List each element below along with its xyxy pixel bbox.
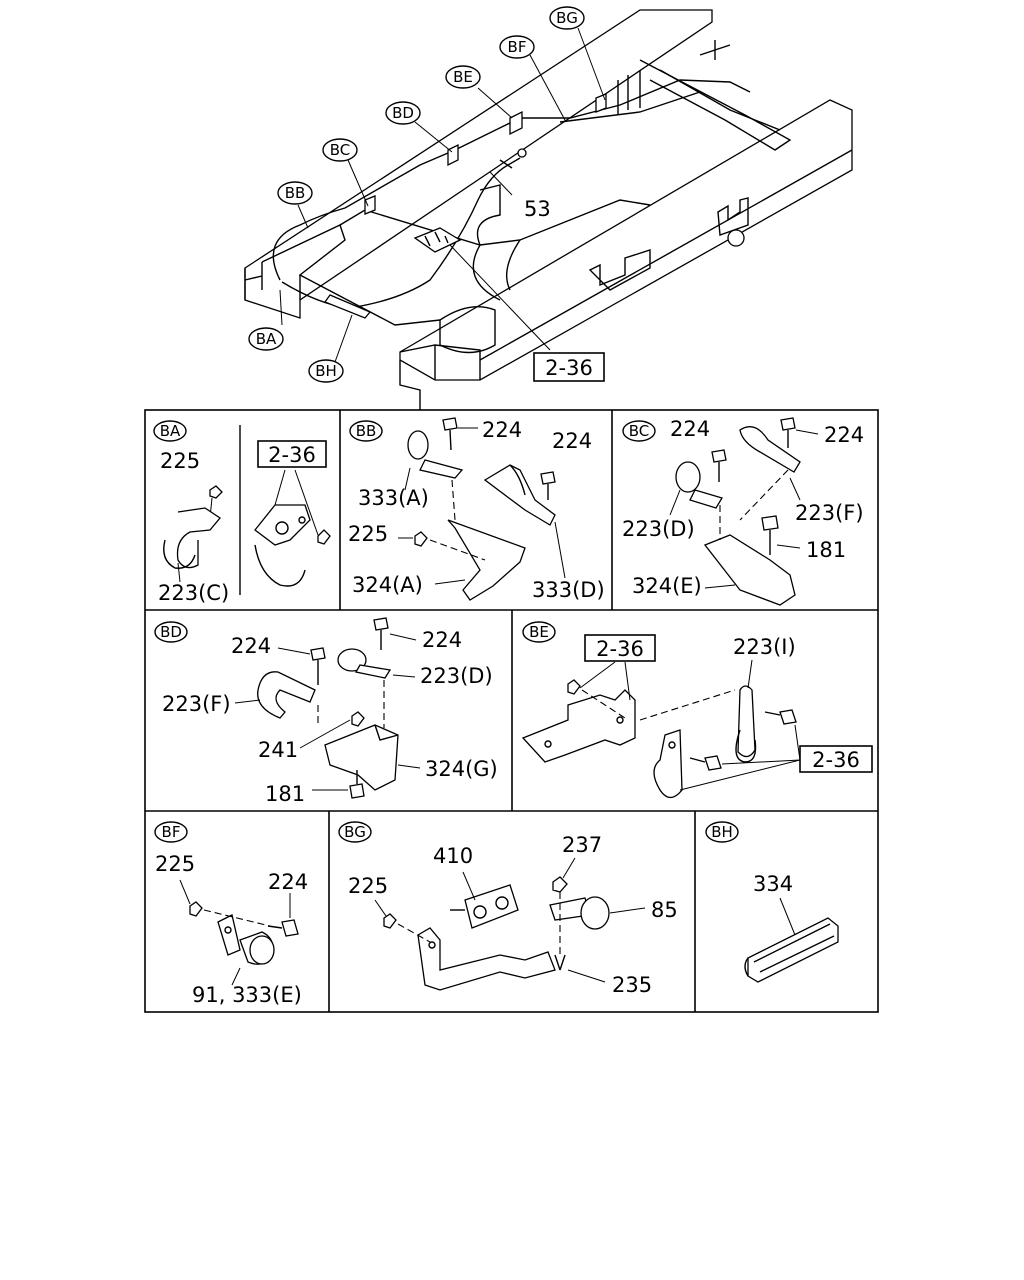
ba-part-223c: 223(C): [158, 581, 229, 605]
panel-bf: BF 225 224 91, 333(E): [154, 821, 308, 1007]
part-53-label: 53: [524, 197, 551, 221]
panel-bb: BB 224 224 333(A) 225 324(A) 333(D): [348, 417, 605, 602]
ba-ref-2-36: 2-36: [268, 443, 316, 467]
bd-part-223f: 223(F): [162, 692, 231, 716]
bb-part-333a: 333(A): [358, 486, 429, 510]
panel-bb-tag: BB: [356, 422, 377, 440]
bd-part-224a: 224: [231, 634, 271, 658]
callout-bf: BF: [508, 38, 527, 56]
bf-part-225: 225: [155, 852, 195, 876]
callout-bg: BG: [556, 9, 578, 27]
bc-part-224a: 224: [670, 417, 710, 441]
panel-be: BE 2-36 223(I) 2-36: [521, 621, 873, 799]
panel-bg: BG 410 237 225 85 235: [338, 821, 678, 997]
bc-part-223f: 223(F): [795, 501, 864, 525]
bd-part-224b: 224: [422, 628, 462, 652]
bh-part-334: 334: [753, 872, 793, 896]
bc-part-224b: 224: [824, 423, 864, 447]
callout-bd: BD: [392, 104, 414, 122]
bf-part-224: 224: [268, 870, 308, 894]
bb-part-333d: 333(D): [532, 578, 605, 602]
panel-bc: BC 224 224 223(D) 223(F) 181 324(E): [622, 417, 864, 606]
panel-bf-tag: BF: [162, 823, 181, 841]
bb-part-225: 225: [348, 522, 388, 546]
callout-be: BE: [453, 68, 473, 86]
be-ref-2-36-top: 2-36: [596, 637, 644, 661]
bg-part-225: 225: [348, 874, 388, 898]
bd-part-324g: 324(G): [425, 757, 498, 781]
bd-part-241: 241: [258, 738, 298, 762]
bd-part-181: 181: [265, 782, 305, 806]
bc-part-324e: 324(E): [632, 574, 702, 598]
bd-part-223d: 223(D): [420, 664, 493, 688]
bg-part-235: 235: [612, 973, 652, 997]
bc-part-181: 181: [806, 538, 846, 562]
detail-grid: [144, 409, 879, 1013]
bb-part-324a: 324(A): [352, 573, 423, 597]
bc-part-223d: 223(D): [622, 517, 695, 541]
ref-box-2-36: [533, 352, 605, 382]
ba-part-225: 225: [160, 449, 200, 473]
bf-part-91-333e: 91, 333(E): [192, 983, 302, 1007]
bg-part-85: 85: [651, 898, 678, 922]
bg-part-410: 410: [433, 844, 473, 868]
panel-bd: BD 224 224 223(F) 223(D) 241 324(G) 181: [154, 617, 498, 806]
callout-bc: BC: [330, 141, 351, 159]
panel-be-tag: BE: [529, 623, 549, 641]
callout-bb: BB: [285, 184, 306, 202]
bb-part-224b: 224: [552, 429, 592, 453]
bg-part-237: 237: [562, 833, 602, 857]
panel-bd-tag: BD: [160, 623, 182, 641]
bb-part-224a: 224: [482, 418, 522, 442]
panel-bc-tag: BC: [629, 422, 650, 440]
callout-ba: BA: [256, 330, 277, 348]
panel-bh-tag: BH: [711, 823, 733, 841]
panel-bh: BH 334: [705, 821, 839, 983]
panel-ba: BA 225 223(C) 2-36: [153, 420, 331, 605]
panel-bg-tag: BG: [344, 823, 366, 841]
callout-bh: BH: [315, 362, 337, 380]
panel-ba-tag: BA: [160, 422, 181, 440]
be-part-223i: 223(I): [733, 635, 796, 659]
overview-callouts: BG BF BE BD BC BB BA BH 53 2-36: [248, 6, 605, 383]
be-ref-2-36-bottom: 2-36: [812, 748, 860, 772]
chassis-frame-overview: [244, 9, 853, 410]
ref-box-2-36-label: 2-36: [545, 356, 593, 380]
